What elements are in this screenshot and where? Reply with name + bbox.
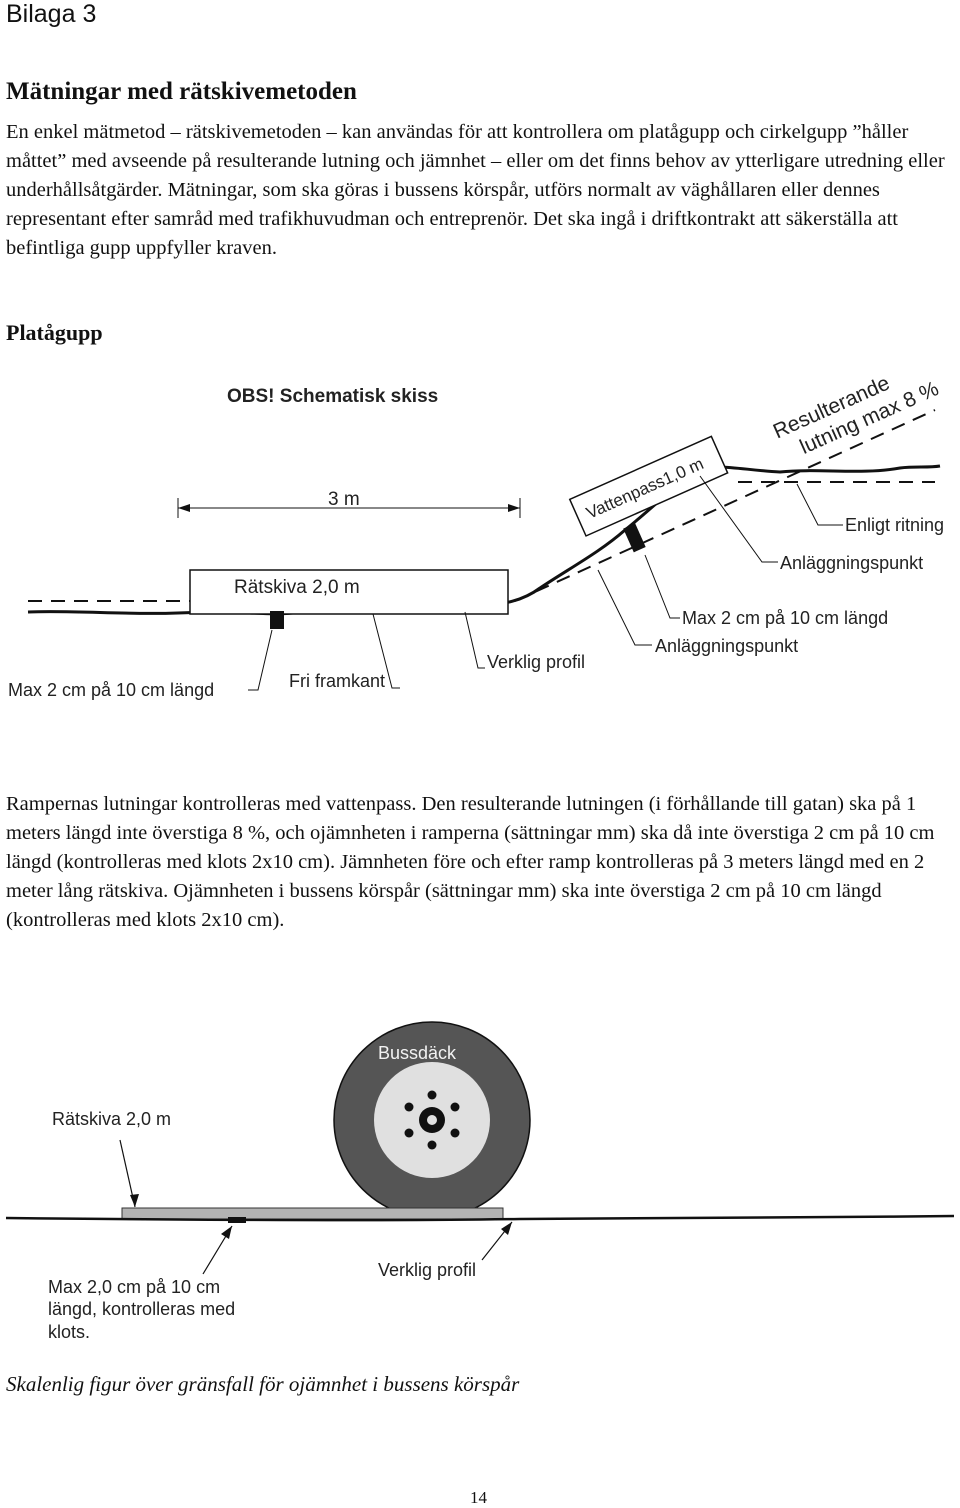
max-right-leader — [644, 554, 680, 619]
lug-nuts-icon — [404, 1090, 460, 1150]
section-title: Mätningar med rätskivemetoden — [6, 78, 357, 105]
appendix-label: Bilaga 3 — [6, 0, 97, 28]
ramp-paragraph: Rampernas lutningar kontrolleras med vat… — [6, 793, 935, 931]
spirit-level-body — [568, 435, 729, 537]
hub-center-icon — [419, 1107, 445, 1133]
spirit-level: Vattenpass1,0 m — [568, 435, 729, 537]
max-pointer-arrow — [221, 1226, 232, 1239]
actual-profile-label: Verklig profil — [487, 652, 585, 672]
speed-bump-schematic: OBS! Schematisk skiss Rätskiva 2,0 m 3 m… — [8, 372, 944, 700]
bus-tire — [333, 1021, 531, 1219]
as-designed-leader — [796, 483, 843, 526]
max-pointer-line — [202, 1225, 233, 1275]
gauge-block-left — [270, 611, 284, 629]
actual-profile-label-2: Verklig profil — [378, 1260, 476, 1280]
profile-pointer-arrow — [501, 1222, 512, 1235]
tire-hub — [374, 1062, 490, 1178]
page-number: 14 — [470, 1488, 487, 1507]
obs-label: OBS! Schematisk skiss — [227, 386, 438, 407]
connection-point-bottom-leader — [597, 569, 652, 646]
resulting-slope-line — [514, 409, 936, 602]
straightedge-board-2 — [121, 1207, 504, 1220]
max-right-label: Max 2 cm på 10 cm längd — [682, 608, 888, 628]
resulting-slope-label: Resulterande lutning max 8 % — [770, 372, 942, 459]
as-designed-label: Enligt ritning — [845, 515, 944, 535]
hub-center-hole — [427, 1115, 437, 1125]
connection-point-top-label: Anläggningspunkt — [780, 553, 923, 573]
board-label: Rätskiva 2,0 m — [234, 577, 360, 598]
intro-paragraph: En enkel mätmetod – rätskivemetoden – ka… — [6, 121, 945, 259]
actual-profile-leader — [464, 611, 485, 669]
profile-pointer-line — [481, 1221, 513, 1261]
max-line1: Max 2,0 cm på 10 cm — [48, 1277, 220, 1297]
max-line2: längd, kontrolleras med — [48, 1299, 235, 1319]
dimension-label: 3 m — [328, 489, 360, 510]
max-left-label: Max 2 cm på 10 cm längd — [8, 680, 214, 700]
subsection-title: Platågupp — [6, 320, 103, 345]
gauge-block-right — [623, 523, 646, 553]
dimension-arrow-left — [178, 504, 190, 512]
gauge-block-2 — [228, 1217, 246, 1223]
connection-point-bottom-label: Anläggningspunkt — [655, 636, 798, 656]
board-pointer-line — [119, 1139, 136, 1208]
free-edge-label: Fri framkant — [289, 671, 385, 691]
connection-point-top-leader — [699, 475, 778, 563]
figure-caption: Skalenlig figur över gränsfall för ojämn… — [6, 1372, 520, 1396]
straightedge-board — [189, 569, 509, 615]
board-label-2: Rätskiva 2,0 m — [52, 1109, 171, 1129]
free-edge-leader — [372, 613, 400, 689]
board-pointer-arrow — [130, 1194, 139, 1207]
dimension-arrow-right — [508, 504, 520, 512]
actual-profile-line-2 — [5, 1214, 955, 1222]
max-line3: klots. — [48, 1322, 90, 1342]
tire-label: Bussdäck — [378, 1043, 457, 1063]
max-left-leader — [248, 629, 273, 691]
